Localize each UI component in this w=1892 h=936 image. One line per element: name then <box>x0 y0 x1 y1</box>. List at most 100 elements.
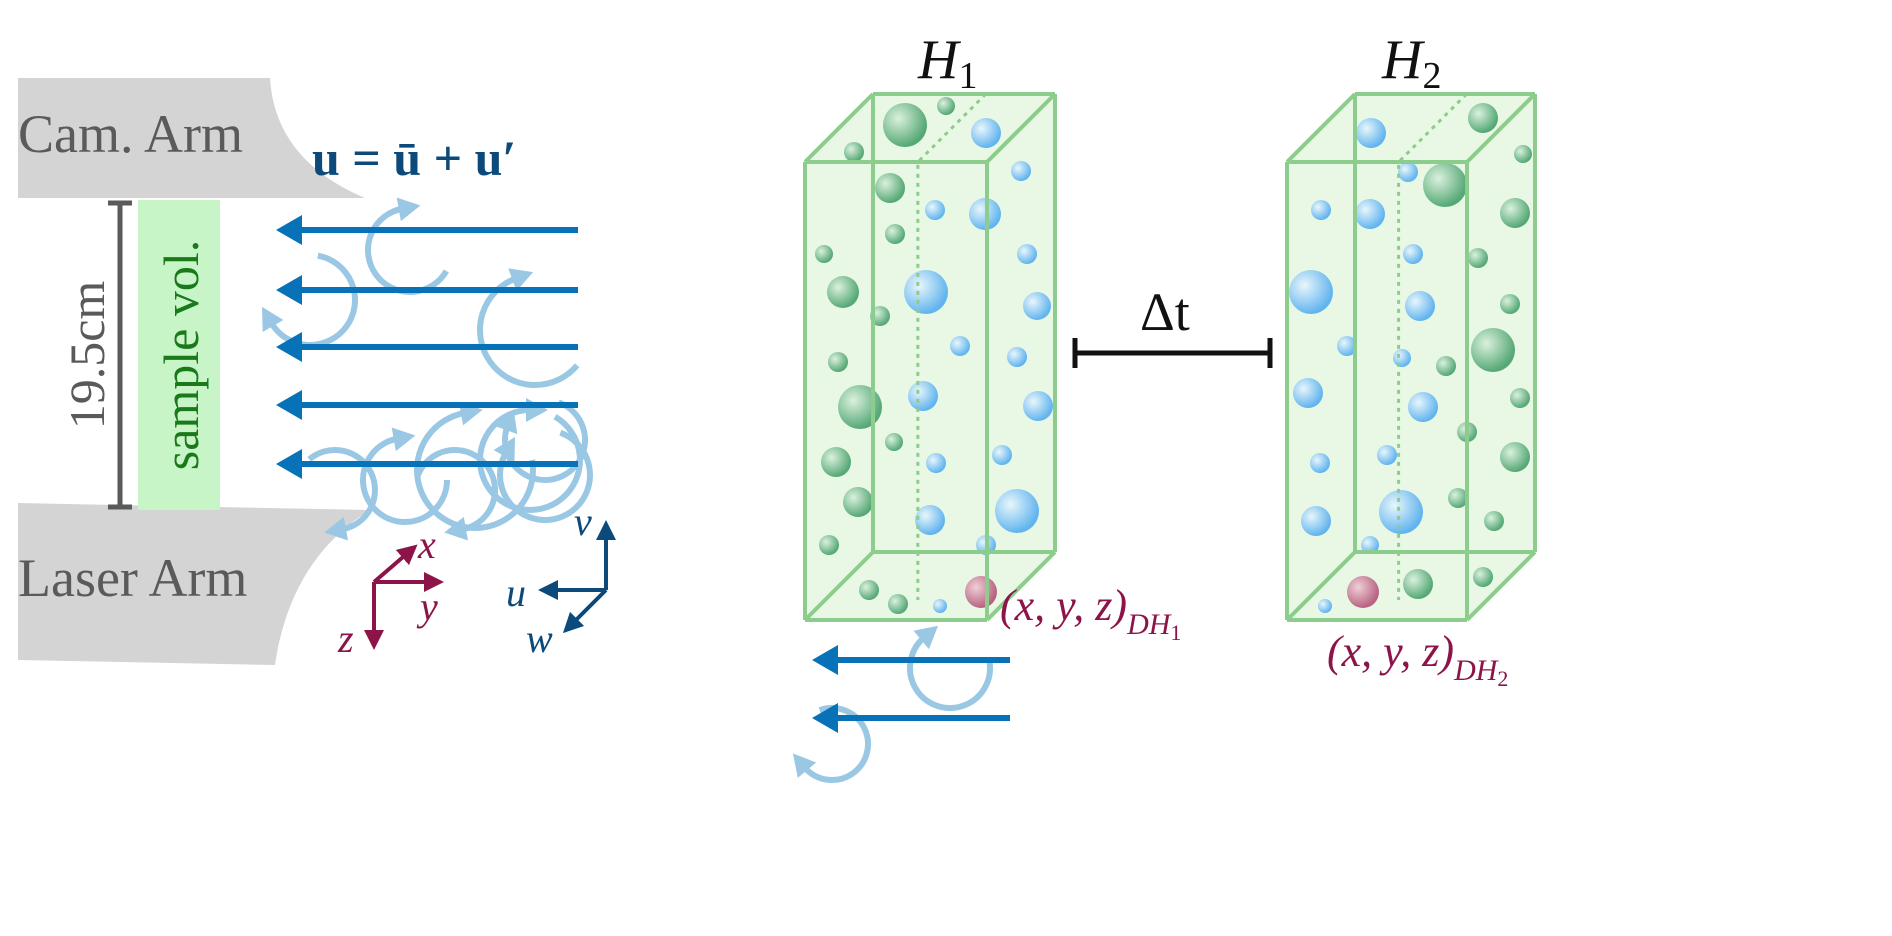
sample-volume <box>138 200 220 510</box>
particle <box>1310 453 1330 473</box>
particle <box>1301 506 1331 536</box>
particle <box>1405 291 1435 321</box>
particle <box>904 270 948 314</box>
flow-arrowhead <box>276 275 302 305</box>
eddy-arc <box>365 205 449 295</box>
volume-edge <box>803 92 875 164</box>
particle <box>1514 145 1532 163</box>
particle <box>926 453 946 473</box>
eddy-arc <box>802 705 871 783</box>
particle <box>1468 103 1498 133</box>
lower-mean-flow-arrows <box>812 645 1010 733</box>
particle <box>1337 336 1357 356</box>
particle <box>844 142 864 162</box>
h1-label: H1 <box>917 29 977 97</box>
volume-edge <box>803 550 875 622</box>
volume-dotted-edge <box>916 92 987 600</box>
axis-y-label: y <box>416 584 438 629</box>
eddy-arc <box>477 275 580 388</box>
volume-dotted-edge <box>1397 92 1468 600</box>
eddy-arrowhead <box>792 753 817 778</box>
turbulent-eddies <box>262 197 593 541</box>
tracked-particle <box>965 576 997 608</box>
particle <box>1011 161 1031 181</box>
velocity-w-label: w <box>526 616 553 661</box>
particle <box>1293 378 1323 408</box>
particle <box>1393 349 1411 367</box>
particle <box>1361 536 1379 554</box>
hologram-volume-h2 <box>1285 92 1537 622</box>
particle <box>1017 244 1037 264</box>
eddy-arc <box>502 399 588 483</box>
particle <box>1500 294 1520 314</box>
eddy-arc <box>907 635 993 711</box>
volume-edge <box>985 550 1057 622</box>
particle <box>1423 163 1467 207</box>
particle <box>821 447 851 477</box>
distance-label: 19.5cm <box>59 281 115 430</box>
lower-turbulent-eddies <box>792 625 993 783</box>
eddy-arc <box>360 435 450 525</box>
particle <box>1403 569 1433 599</box>
particle <box>1484 511 1504 531</box>
particle <box>1403 244 1423 264</box>
coordinate-axes <box>364 544 444 650</box>
flow-arrowhead <box>276 449 302 479</box>
particle-position-h2: (x, y, z)DH2 <box>1327 627 1508 691</box>
particle <box>875 173 905 203</box>
sample-volume-label: sample vol. <box>153 240 209 471</box>
eddy-arc <box>477 407 583 513</box>
particle <box>1318 599 1332 613</box>
distance-bar <box>108 200 132 510</box>
velocity-decomposition-equation: u = ū + u′ <box>312 130 516 186</box>
laser-arm <box>18 503 370 665</box>
particle <box>1023 292 1051 320</box>
particle <box>1500 442 1530 472</box>
particle <box>1448 488 1468 508</box>
flow-arrowhead <box>276 215 302 245</box>
particle <box>828 352 848 372</box>
particle <box>995 489 1039 533</box>
particle <box>937 97 955 115</box>
tracked-particle <box>1347 576 1379 608</box>
particle <box>885 224 905 244</box>
eddy-arrowhead <box>526 398 548 422</box>
velocity-u-label: u <box>506 570 526 615</box>
particle <box>1468 248 1488 268</box>
particle <box>1473 567 1493 587</box>
particle <box>1510 388 1530 408</box>
axis-x-label: x <box>417 522 436 567</box>
particle <box>908 381 938 411</box>
particle <box>915 505 945 535</box>
eddy-arrowhead <box>262 306 284 332</box>
particle <box>1377 445 1397 465</box>
particle-position-h1: (x, y, z)DH1 <box>1000 581 1181 645</box>
time-interval-bar <box>1072 338 1273 368</box>
eddy-arrowhead <box>391 427 416 452</box>
flow-arrowhead <box>812 645 838 675</box>
eddy-arc <box>307 447 378 533</box>
volume-edge <box>1285 92 1357 164</box>
volume-edge <box>1465 92 1537 164</box>
particle <box>1007 347 1027 367</box>
eddy-arrowhead <box>324 516 348 541</box>
particle <box>838 385 882 429</box>
particle <box>885 433 903 451</box>
eddy-arrowhead <box>444 516 468 541</box>
particle <box>1408 392 1438 422</box>
particle <box>971 118 1001 148</box>
particle <box>1356 118 1386 148</box>
particle <box>819 535 839 555</box>
flow-arrowhead <box>276 390 302 420</box>
particle <box>950 336 970 356</box>
flow-arrowhead <box>812 703 838 733</box>
particle <box>1379 490 1423 534</box>
particle <box>843 487 873 517</box>
eddy-arc <box>414 409 536 531</box>
particle <box>1023 391 1053 421</box>
camera-arm-label: Cam. Arm <box>18 104 243 164</box>
eddy-arrowhead <box>494 409 518 435</box>
mean-flow-arrows <box>276 215 578 479</box>
particle <box>925 200 945 220</box>
